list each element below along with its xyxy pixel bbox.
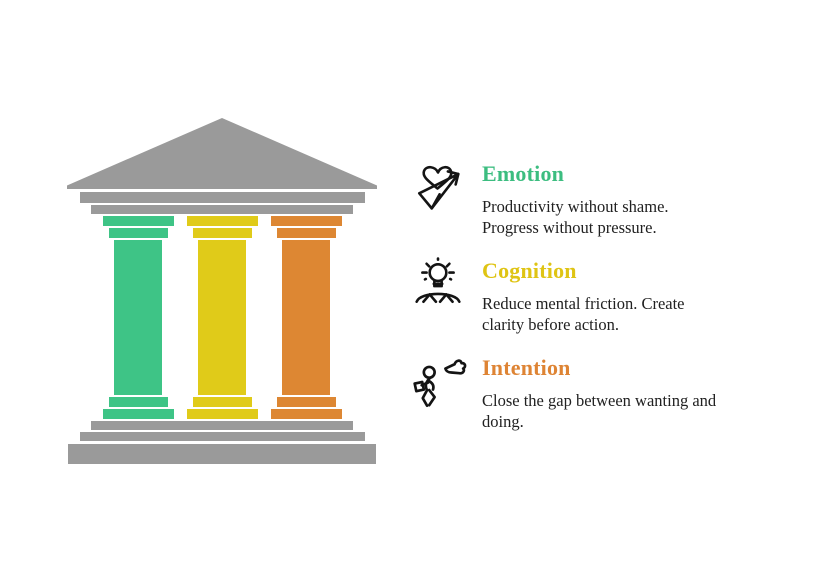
section-title: Cognition (482, 258, 577, 283)
temple-roof (67, 118, 377, 189)
pillar-base (276, 397, 336, 407)
temple-base-slab (68, 444, 376, 464)
section-texts: Cognition Reduce mental friction. Create… (482, 256, 685, 335)
sections-list: Emotion Productivity without shame. Prog… (412, 159, 772, 432)
section-emotion: Emotion Productivity without shame. Prog… (412, 159, 772, 238)
pillar-shaft (282, 240, 330, 395)
pillar-intention (270, 216, 342, 419)
section-body-line: Productivity without shame. (482, 197, 669, 216)
section-cognition: Cognition Reduce mental friction. Create… (412, 256, 772, 335)
section-body-line: Close the gap between wanting and (482, 391, 717, 410)
heart-paper-plane-icon-svg (417, 165, 460, 210)
temple-graphic (67, 118, 377, 464)
section-title: Intention (482, 355, 571, 380)
temple-pillars (67, 216, 377, 419)
temple-step-upper (91, 421, 353, 430)
pillar-base (192, 397, 252, 407)
section-intention: Intention Close the gap between wanting … (412, 353, 772, 432)
section-body-line: Progress without pressure. (482, 218, 657, 237)
pillar-capital (108, 228, 168, 238)
pointing-hand-person-icon-svg (413, 359, 467, 408)
temple-frieze (91, 205, 353, 214)
pillar-shaft (114, 240, 162, 395)
section-body-line: doing. (482, 412, 524, 431)
pillar-capital (192, 228, 252, 238)
lightbulb-hands-icon (412, 256, 470, 314)
lightbulb-hands-icon-svg (415, 257, 461, 304)
section-texts: Intention Close the gap between wanting … (482, 353, 716, 432)
pillar-capital-top (270, 216, 342, 226)
temple-architrave (79, 192, 365, 203)
pillar-base-bottom (186, 409, 258, 419)
pillar-base (108, 397, 168, 407)
pillar-emotion (102, 216, 174, 419)
pillar-capital-top (102, 216, 174, 226)
pillar-cognition (186, 216, 258, 419)
section-body-line: Reduce mental friction. Create (482, 294, 685, 313)
pillar-base-bottom (102, 409, 174, 419)
section-texts: Emotion Productivity without shame. Prog… (482, 159, 669, 238)
pillar-capital-top (186, 216, 258, 226)
section-body-line: clarity before action. (482, 315, 619, 334)
pillar-shaft (198, 240, 246, 395)
temple-step-lower (79, 432, 365, 441)
pointing-hand-person-icon (412, 353, 470, 411)
pillar-base-bottom (270, 409, 342, 419)
pillar-capital (276, 228, 336, 238)
heart-paper-plane-icon (412, 159, 470, 217)
section-title: Emotion (482, 161, 565, 186)
